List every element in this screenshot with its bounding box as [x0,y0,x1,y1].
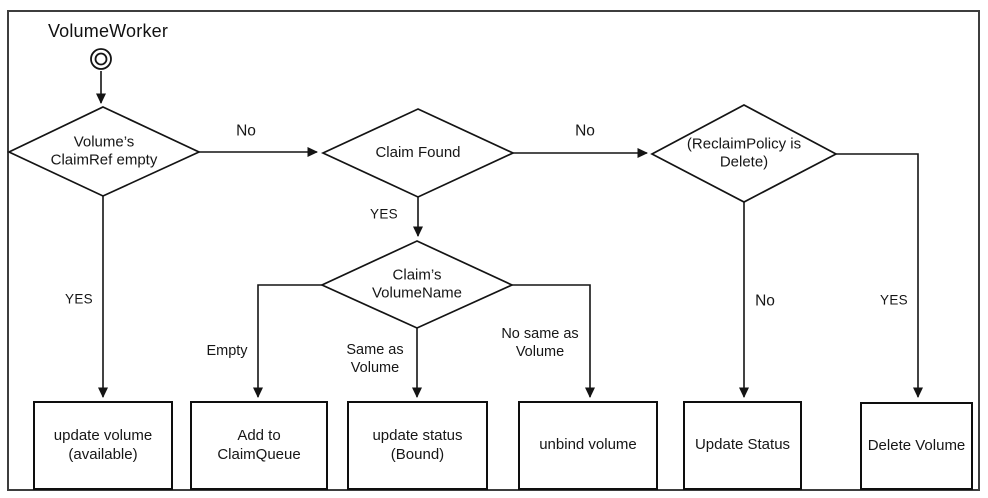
decision-reclaim-policy-label: (ReclaimPolicy is Delete) [686,135,802,171]
action-delete-volume: Delete Volume [860,402,973,490]
decision-claim-found-label: Claim Found [375,143,461,161]
start-node-icon [90,48,112,70]
action-label: update volume (available) [53,426,153,463]
action-update-volume-available: update volume (available) [33,401,173,490]
edge-label-volumename-same: Same as Volume [346,341,404,376]
action-label: Add to ClaimQueue [217,426,301,463]
action-label: Update Status [694,436,791,454]
edge-label-claimfound-yes: YES [370,206,398,222]
diagram-border [7,10,980,491]
action-unbind-volume: unbind volume [518,401,658,490]
connector-volumename-empty-to-claimqueue [253,284,322,398]
edge-label-volumename-nosame: No same as Volume [501,325,579,360]
edge-label-volumename-empty: Empty [206,342,248,359]
edge-label-claimref-no: No [236,122,256,140]
diagram-title: VolumeWorker [47,21,169,41]
decision-claimref-empty-label: Volume’s ClaimRef empty [50,133,158,169]
action-update-status-bound: update status (Bound) [347,401,488,490]
action-label: update status (Bound) [372,426,463,463]
edge-label-reclaim-no: No [755,292,775,310]
edge-label-claimref-yes: YES [65,291,93,307]
action-label: unbind volume [539,436,637,454]
edge-label-claimfound-no: No [575,122,595,140]
action-update-status: Update Status [683,401,802,490]
connector-reclaim-yes-to-delete-volume [836,153,923,398]
action-add-to-claimqueue: Add to ClaimQueue [190,401,328,490]
action-label: Delete Volume [867,436,966,454]
edge-label-reclaim-yes: YES [880,292,908,308]
connector-volumename-nosame-to-unbind [512,284,595,398]
decision-claims-volumename-label: Claim’s VolumeName [371,266,463,302]
